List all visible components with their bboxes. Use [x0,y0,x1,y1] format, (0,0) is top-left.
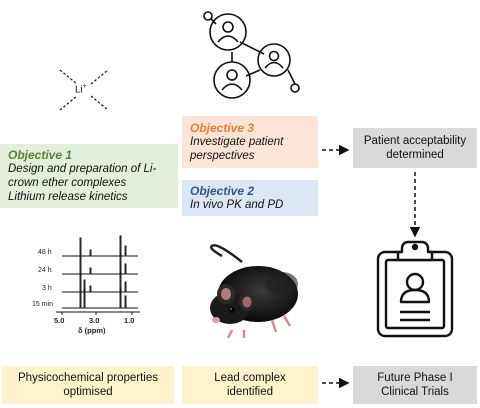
nmr-spectrum: 48 h 24 h 3 h 15 min 5.0 3.0 1.0 δ (ppm) [18,228,144,338]
patient-line: determined [386,149,444,161]
mouse-image [192,244,308,344]
objective1-line: Design and preparation of Li- [8,163,157,175]
nmr-x-tick: 1.0 [124,316,135,325]
people-network-icon [196,4,300,108]
nmr-traces [56,235,140,315]
lithium-bonds-icon [59,69,109,111]
nmr-time-label: 3 h [42,285,52,292]
objective2-line: In vivo PK and PD [190,199,284,211]
nmr-x-tick: 3.0 [89,316,100,325]
lithium-symbol: Li [75,84,83,96]
nmr-time-label: 15 min [32,301,54,308]
objective3-line: perspectives [190,150,255,162]
lithium-charge: + [82,83,87,90]
nmr-time-label: 24 h [38,267,52,274]
clipboard-user-icon [374,240,456,340]
objective2-box: Objective 2 In vivo PK and PD [182,180,318,216]
nmr-time-label: 48 h [38,249,52,256]
objective1-box: Objective 1 Design and preparation of Li… [0,144,178,208]
objective3-title: Objective 3 [190,121,255,135]
objective1-title: Objective 1 [8,148,73,162]
lithium-structure: Li+ [58,66,118,116]
lead-complex-box: Lead complex identified [182,366,318,404]
future-line: Clinical Trials [381,386,449,398]
nmr-x-tick: 5.0 [54,316,65,325]
physicochemical-box: Physicochemical properties optimised [2,366,174,404]
future-trials-box: Future Phase I Clinical Trials [353,366,477,404]
nmr-x-axis-label: δ (ppm) [78,326,106,335]
objective1-line: crown ether complexes [8,177,127,189]
phys-line: optimised [63,386,113,398]
patient-acceptability-box: Patient acceptability determined [353,128,477,168]
objective3-line: Investigate patient [190,136,284,148]
objective3-box: Objective 3 Investigate patient perspect… [182,116,318,168]
phys-line: Physicochemical properties [18,372,158,384]
future-line: Future Phase I [377,372,453,384]
objective2-title: Objective 2 [190,184,255,198]
patient-line: Patient acceptability [363,135,467,147]
lead-line: identified [226,386,274,398]
objective1-line: Lithium release kinetics [8,191,128,203]
lithium-label: Li+ [75,83,87,95]
lead-line: Lead complex [214,372,286,384]
